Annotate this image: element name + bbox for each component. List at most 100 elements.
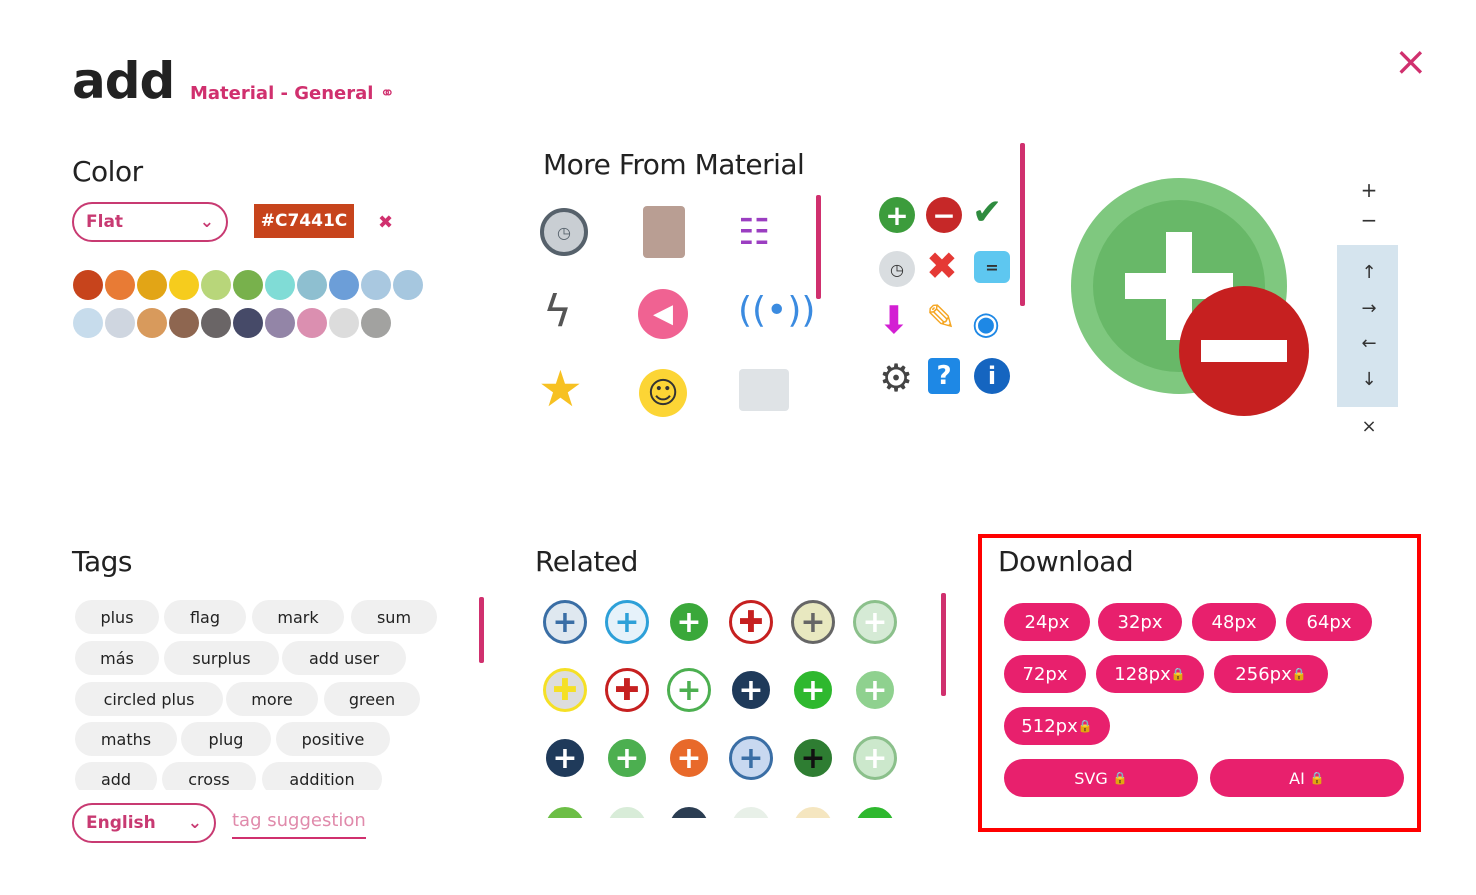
pencil-icon[interactable]: ✎ (926, 298, 957, 339)
tags-scrollbar[interactable] (479, 597, 484, 663)
tag-chip[interactable]: add (75, 762, 157, 790)
message-icon[interactable]: = (974, 251, 1010, 283)
color-swatch[interactable] (361, 270, 391, 300)
color-swatch[interactable] (201, 308, 231, 338)
tag-suggestion-link[interactable]: tag suggestion (232, 810, 366, 839)
tag-chip[interactable]: surplus (164, 641, 279, 675)
help-icon[interactable]: ? (928, 358, 960, 394)
arrow-down-icon[interactable]: ⬇ (878, 298, 910, 342)
tag-chip[interactable]: circled plus (75, 682, 223, 716)
download-svg-button[interactable]: SVG 🔒 (1004, 759, 1198, 797)
zoom-out-button[interactable]: − (1360, 208, 1378, 232)
related-add-icon[interactable]: + (667, 600, 711, 644)
color-swatch[interactable] (265, 308, 295, 338)
color-swatch[interactable] (73, 308, 103, 338)
related-add-icon[interactable]: + (853, 736, 897, 780)
color-swatch[interactable] (297, 308, 327, 338)
language-select[interactable]: English⌄ (72, 803, 216, 843)
color-swatch[interactable] (105, 308, 135, 338)
color-swatch[interactable] (393, 270, 423, 300)
color-swatch[interactable] (329, 308, 359, 338)
more-scrollbar-2[interactable] (1020, 143, 1025, 306)
related-scrollbar[interactable] (941, 593, 946, 696)
info-icon[interactable]: i (974, 358, 1010, 394)
check-icon[interactable]: ✔ (972, 192, 1003, 233)
color-swatch[interactable] (169, 270, 199, 300)
download-size-button[interactable]: 512px 🔒 (1004, 707, 1110, 745)
tag-chip[interactable]: cross (162, 762, 256, 790)
color-swatch[interactable] (265, 270, 295, 300)
related-add-icon[interactable]: + (729, 668, 773, 712)
related-add-icon[interactable]: + (667, 736, 711, 780)
tag-chip[interactable]: positive (276, 722, 390, 756)
pan-right-button[interactable]: → (1361, 298, 1377, 319)
related-add-icon[interactable]: + (543, 736, 587, 780)
clock-small-icon[interactable]: ◷ (879, 251, 915, 287)
color-swatch[interactable] (137, 308, 167, 338)
related-add-icon[interactable]: + (791, 736, 835, 780)
related-add-icon[interactable]: + (605, 736, 649, 780)
tag-chip[interactable]: sum (351, 600, 437, 634)
pan-left-button[interactable]: ← (1361, 333, 1377, 354)
download-size-button[interactable]: 32px (1098, 603, 1182, 641)
category-link[interactable]: Material - General ⚭ (190, 83, 395, 104)
related-add-icon[interactable]: ✚ (543, 668, 587, 712)
clear-color-button[interactable]: ✖ (378, 212, 394, 233)
color-swatch[interactable] (233, 270, 263, 300)
gear-icon[interactable]: ⚙ (879, 356, 914, 400)
related-add-icon[interactable]: + (605, 600, 649, 644)
star-icon[interactable]: ★ (538, 360, 583, 418)
related-add-icon[interactable] (543, 804, 587, 818)
related-add-icon[interactable] (729, 804, 773, 818)
download-size-button[interactable]: 48px (1192, 603, 1276, 641)
download-size-button[interactable]: 128px 🔒 (1096, 655, 1204, 693)
related-add-icon[interactable]: + (853, 600, 897, 644)
book-icon[interactable] (643, 206, 685, 258)
download-size-button[interactable]: 256px 🔒 (1214, 655, 1328, 693)
related-add-icon[interactable]: + (791, 668, 835, 712)
color-swatch[interactable] (361, 308, 391, 338)
more-scrollbar[interactable] (816, 195, 821, 299)
zoom-in-button[interactable]: + (1360, 178, 1378, 202)
tag-chip[interactable]: plug (181, 722, 271, 756)
related-add-icon[interactable]: ✚ (605, 668, 649, 712)
related-add-icon[interactable] (667, 804, 711, 818)
related-add-icon[interactable] (853, 804, 897, 818)
color-swatch[interactable] (201, 270, 231, 300)
color-swatch[interactable] (73, 270, 103, 300)
clock-icon[interactable]: ◷ (540, 208, 588, 256)
color-style-select[interactable]: Flat⌄ (72, 202, 228, 242)
list-icon[interactable]: ☷ (738, 212, 771, 253)
color-swatch[interactable] (297, 270, 327, 300)
related-add-icon[interactable]: ✚ (729, 600, 773, 644)
broadcast-icon[interactable]: ((•)) (738, 290, 816, 331)
tag-chip[interactable]: mark (252, 600, 344, 634)
flash-off-icon[interactable]: ϟ (543, 286, 573, 337)
download-size-button[interactable]: 72px (1004, 655, 1086, 693)
download-size-button[interactable]: 64px (1286, 603, 1372, 641)
tag-chip[interactable]: más (75, 641, 159, 675)
comment-icon[interactable] (739, 369, 789, 411)
eye-icon[interactable]: ◉ (972, 304, 1000, 342)
color-swatch[interactable] (169, 308, 199, 338)
tag-chip[interactable]: add user (282, 641, 406, 675)
tag-chip[interactable]: flag (164, 600, 246, 634)
tag-chip[interactable]: green (324, 682, 420, 716)
download-size-button[interactable]: 24px (1004, 603, 1090, 641)
close-red-icon[interactable]: ✖ (926, 244, 958, 288)
related-add-icon[interactable] (791, 804, 835, 818)
tag-chip[interactable]: more (226, 682, 318, 716)
related-add-icon[interactable]: + (543, 600, 587, 644)
pan-down-button[interactable]: ↓ (1361, 369, 1377, 390)
related-add-icon[interactable] (605, 804, 649, 818)
tag-chip[interactable]: plus (75, 600, 159, 634)
related-add-icon[interactable]: + (667, 668, 711, 712)
color-swatch[interactable] (137, 270, 167, 300)
tag-chip[interactable]: maths (75, 722, 177, 756)
close-button[interactable]: × (1394, 39, 1428, 85)
color-swatch[interactable] (105, 270, 135, 300)
related-add-icon[interactable]: + (791, 600, 835, 644)
back-arrow-icon[interactable]: ◀ (638, 289, 688, 339)
hex-color-input[interactable]: #C7441C (254, 204, 354, 238)
color-swatch[interactable] (233, 308, 263, 338)
